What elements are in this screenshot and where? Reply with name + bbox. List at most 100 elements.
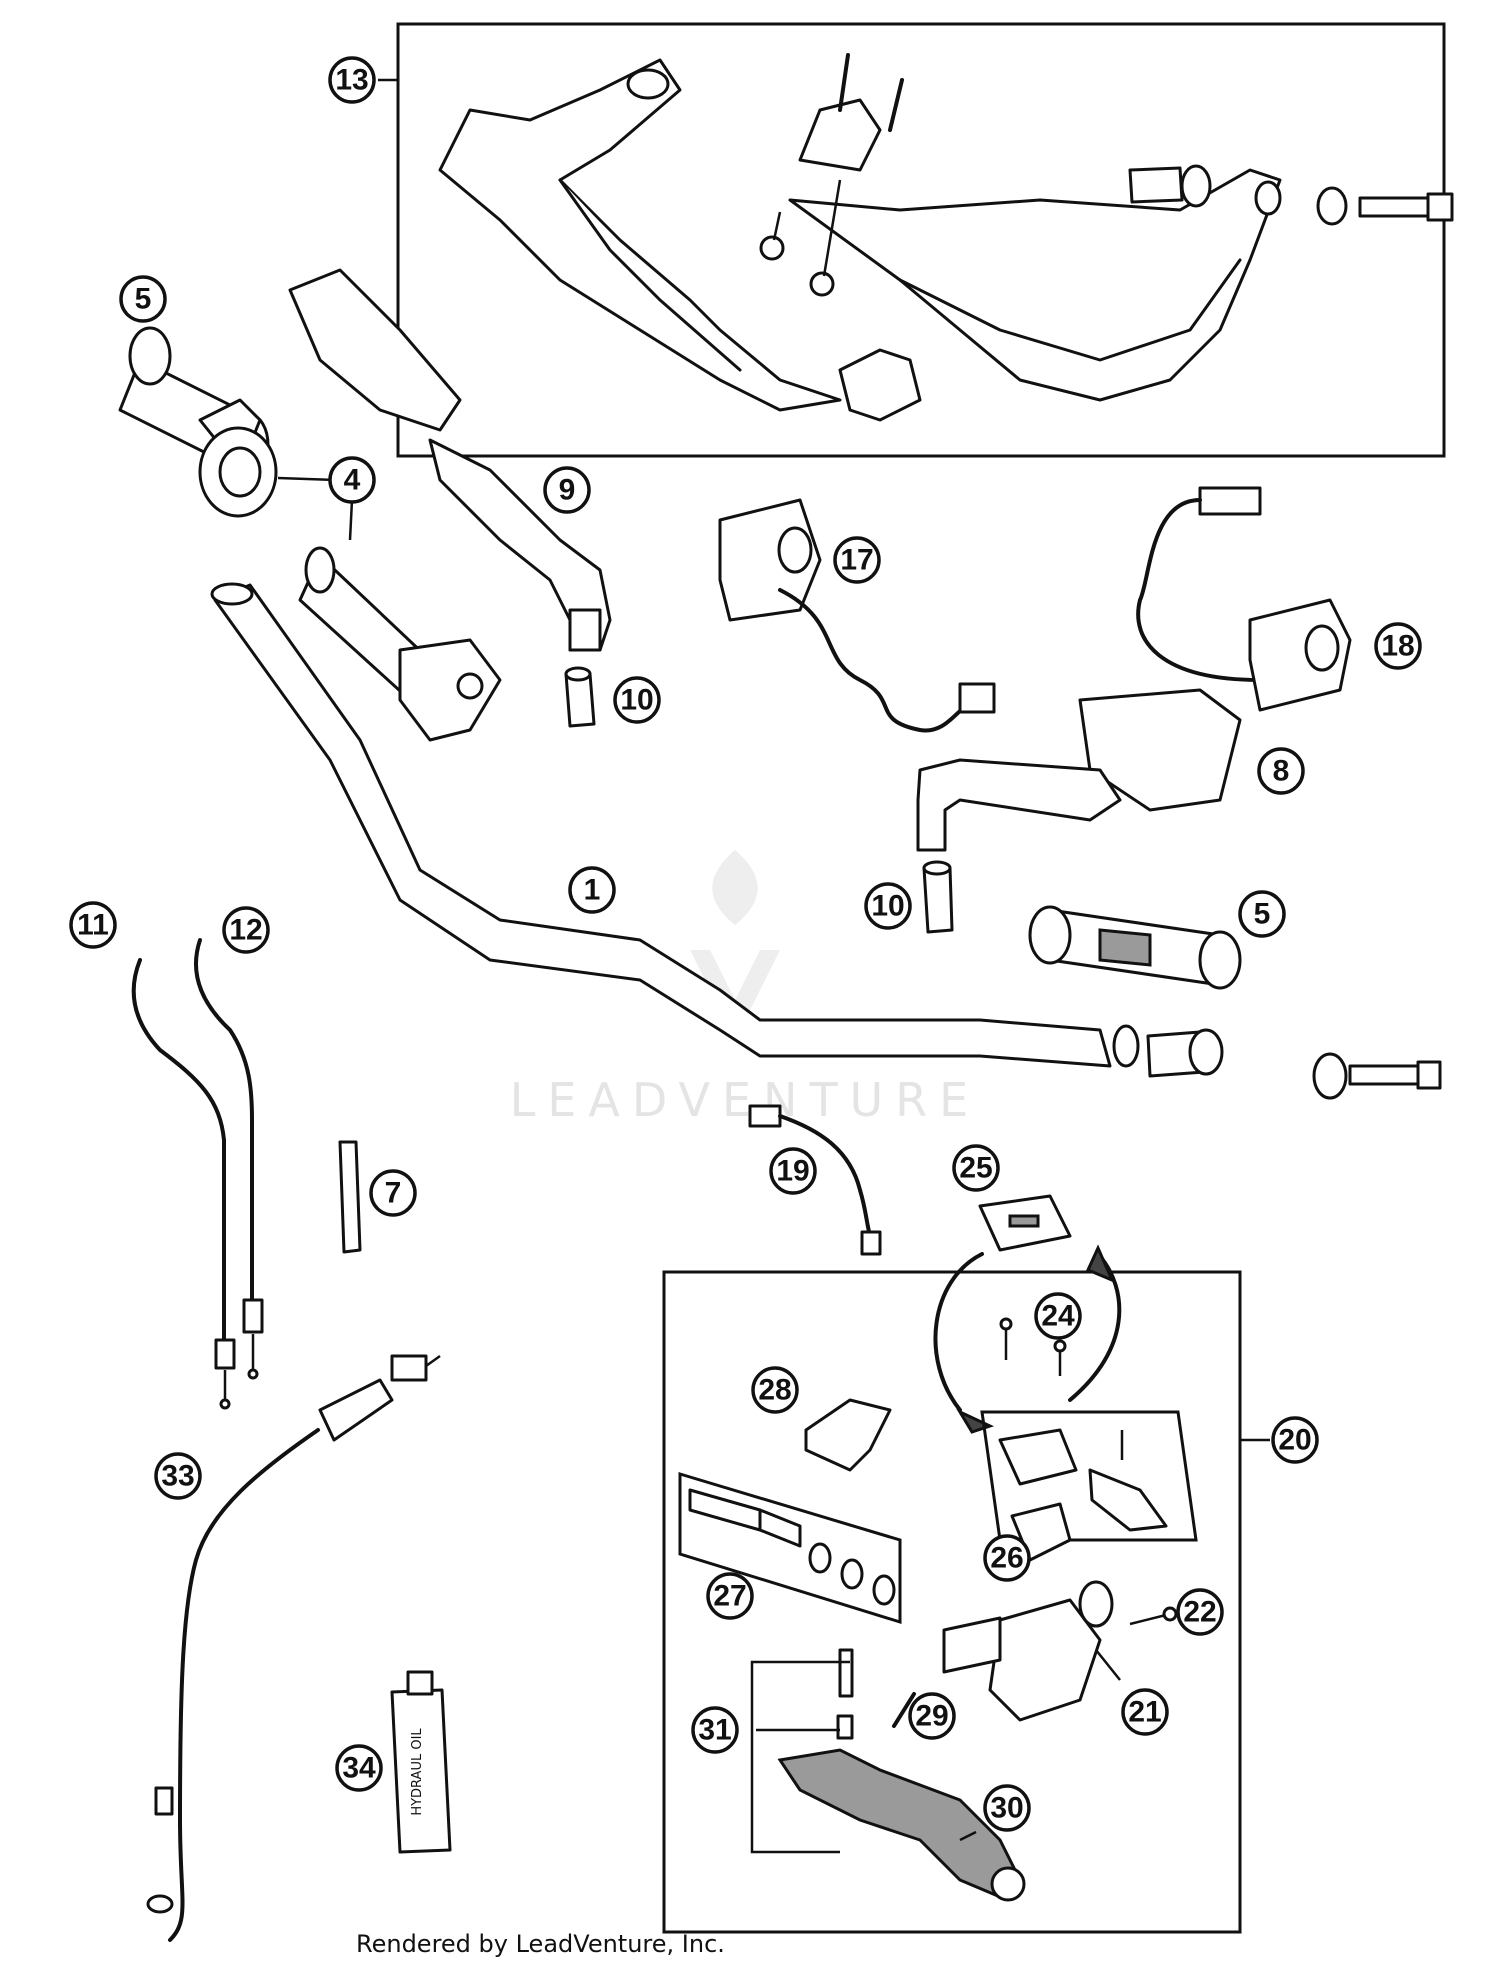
- svg-text:4: 4: [344, 464, 361, 497]
- handguard-mount-clamp: [759, 53, 922, 422]
- switch-right: [1136, 486, 1352, 712]
- svg-text:5: 5: [135, 283, 152, 316]
- svg-text:25: 25: [959, 1152, 992, 1185]
- leader-4a: [277, 476, 337, 482]
- grip-flange: [198, 426, 278, 518]
- svg-text:18: 18: [1381, 630, 1414, 663]
- return-spring: [892, 1692, 916, 1728]
- watermark-logo: [690, 850, 780, 1040]
- piston-kit: [688, 1488, 896, 1606]
- svg-text:19: 19: [776, 1155, 809, 1188]
- svg-text:13: 13: [335, 64, 368, 97]
- callout-12: 12: [222, 906, 270, 954]
- callout-1: 1: [568, 866, 616, 914]
- piston-kit-box: [678, 1471, 902, 1625]
- handguard-left: [438, 58, 842, 412]
- watermark: LEADVENTURE: [510, 850, 981, 1127]
- callout-24: 24: [1034, 1292, 1082, 1340]
- callout-9: 9: [543, 466, 591, 514]
- bottle-label: HYDRAUL OIL: [410, 1728, 425, 1816]
- switch-left: [718, 498, 996, 733]
- sensor-cable: [748, 1104, 882, 1256]
- callout-27: 27: [706, 1572, 754, 1620]
- cable-strap: [338, 1140, 362, 1254]
- callouts: 13 5 4 9 17 18 10 8 1 10 5 11 12 7 19 25…: [69, 56, 1422, 1832]
- throttle-tube: [298, 546, 502, 742]
- mirror-left: [288, 268, 612, 652]
- reservoir-cover: [978, 1194, 1072, 1252]
- svg-text:20: 20: [1278, 1424, 1311, 1457]
- svg-text:11: 11: [77, 909, 109, 942]
- callout-4: 4: [328, 456, 376, 504]
- svg-text:10: 10: [871, 890, 904, 923]
- svg-text:1: 1: [584, 874, 601, 907]
- svg-text:30: 30: [990, 1792, 1023, 1825]
- handguard-kit-box: [396, 22, 1446, 458]
- svg-text:17: 17: [840, 544, 873, 577]
- render-credit: Rendered by LeadVenture, Inc.: [356, 1930, 725, 1958]
- master-cylinder: [942, 1580, 1121, 1722]
- callout-5-top: 5: [119, 275, 167, 323]
- callout-28: 28: [751, 1366, 799, 1414]
- callout-13: 13: [328, 56, 376, 104]
- callout-11: 11: [69, 901, 117, 949]
- svg-text:31: 31: [698, 1714, 731, 1747]
- callout-26: 26: [983, 1534, 1031, 1582]
- svg-text:26: 26: [990, 1542, 1023, 1575]
- handguard-bolt-right: [1128, 164, 1454, 226]
- throttle-cable-12: [193, 938, 264, 1380]
- lever-pivot-pin: [750, 1648, 854, 1854]
- bar-end-weight: [1146, 1028, 1224, 1078]
- handlebar: [210, 582, 1140, 1068]
- callout-21: 21: [1121, 1688, 1169, 1736]
- callout-19: 19: [769, 1147, 817, 1195]
- leader-4b: [348, 499, 354, 541]
- svg-text:27: 27: [713, 1580, 746, 1613]
- clutch-cable: [146, 1354, 441, 1942]
- svg-text:7: 7: [385, 1177, 402, 1210]
- clamp-bolt: [1129, 1606, 1178, 1626]
- svg-text:9: 9: [559, 474, 576, 507]
- callout-8: 8: [1257, 747, 1305, 795]
- master-cylinder-small: [998, 1428, 1168, 1532]
- watermark-brand: LEADVENTURE: [510, 1073, 981, 1127]
- lever-parts-subbox: [980, 1410, 1198, 1542]
- pivot-block: [804, 1398, 892, 1472]
- callout-7: 7: [369, 1169, 417, 1217]
- callout-34: 34: [335, 1744, 383, 1792]
- callout-18: 18: [1374, 622, 1422, 670]
- grip-right: [1028, 905, 1242, 990]
- callout-33: 33: [154, 1452, 202, 1500]
- callout-25: 25: [952, 1144, 1000, 1192]
- bar-end-bolt: [1312, 1052, 1442, 1100]
- svg-text:29: 29: [915, 1700, 948, 1733]
- bar-end-left: [564, 666, 596, 728]
- svg-text:34: 34: [342, 1752, 376, 1785]
- callout-22: 22: [1176, 1588, 1224, 1636]
- throttle-cable-11: [131, 958, 236, 1410]
- callout-29: 29: [908, 1692, 956, 1740]
- callout-10-left: 10: [613, 676, 661, 724]
- callout-30: 30: [983, 1784, 1031, 1832]
- callout-17: 17: [833, 536, 881, 584]
- master-cylinder-kit-box: [662, 1270, 1242, 1934]
- reservoir-cover-arrow: [933, 1244, 1122, 1434]
- handguard-right: [788, 168, 1282, 402]
- svg-text:28: 28: [758, 1374, 791, 1407]
- callout-5-right: 5: [1238, 890, 1286, 938]
- hydraulic-oil-bottle: HYDRAUL OIL: [390, 1670, 452, 1854]
- svg-text:10: 10: [620, 684, 653, 717]
- svg-text:22: 22: [1183, 1596, 1216, 1629]
- brake-lever: [777, 1748, 1026, 1902]
- callout-20: 20: [1271, 1416, 1319, 1464]
- svg-text:8: 8: [1273, 755, 1290, 788]
- svg-text:21: 21: [1128, 1696, 1161, 1729]
- bar-end-right: [922, 860, 954, 934]
- callout-31: 31: [691, 1706, 739, 1754]
- svg-text:33: 33: [161, 1460, 194, 1493]
- mirror-right: [916, 688, 1242, 852]
- cover-screw: [999, 1317, 1067, 1376]
- svg-text:24: 24: [1041, 1300, 1075, 1333]
- callout-10-right: 10: [864, 882, 912, 930]
